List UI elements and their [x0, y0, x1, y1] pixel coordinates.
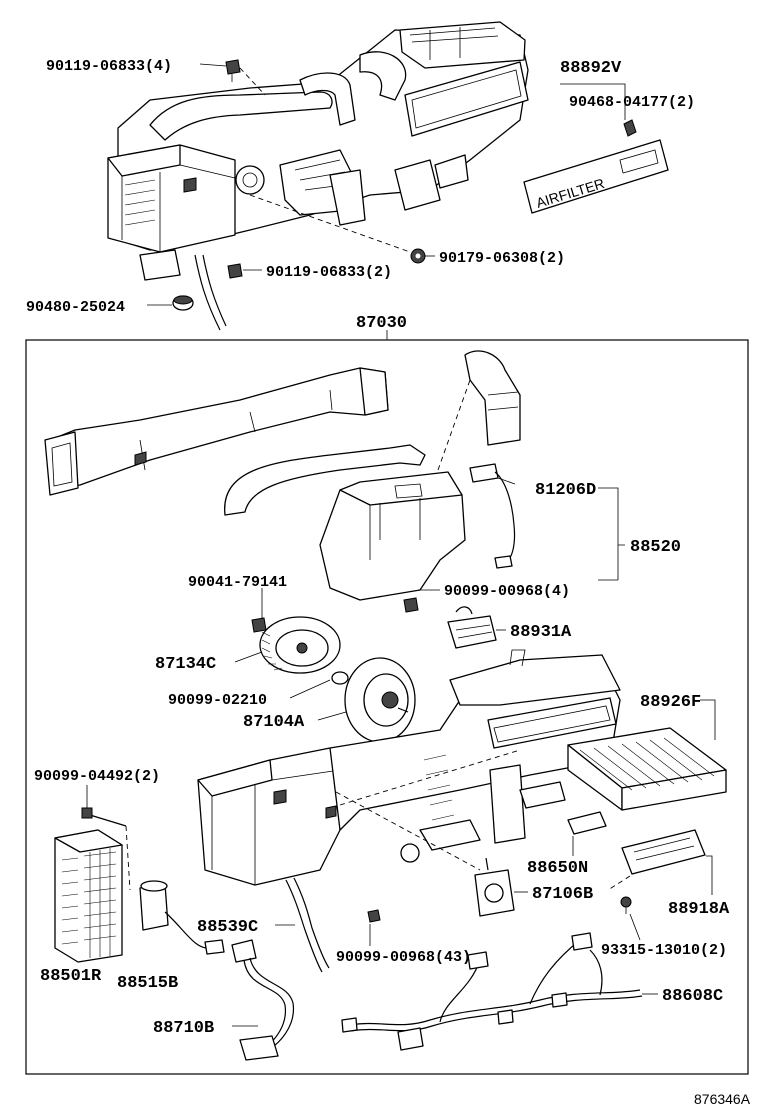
part-number-90041-79141: 90041-79141: [188, 574, 287, 591]
part-number-88918A: 88918A: [668, 900, 730, 919]
part-number-90119-06833-4: 90119-06833(4): [46, 58, 172, 75]
part-number-88710B: 88710B: [153, 1019, 214, 1038]
sensor-harness-drawing: [469, 463, 516, 569]
part-number-87104A: 87104A: [243, 713, 305, 732]
part-number-88539C: 88539C: [197, 918, 258, 937]
blower-motor-drawing: [344, 657, 416, 743]
part-number-88892V: 88892V: [560, 59, 622, 78]
part-number-88931A: 88931A: [510, 623, 572, 642]
wire-harness-88608C-drawing: [341, 932, 643, 1051]
part-number-88926F: 88926F: [640, 693, 701, 712]
part-number-90099-00968-43: 90099-00968(43): [336, 949, 471, 966]
screw-icon: [225, 59, 241, 82]
part-number-87030: 87030: [356, 314, 407, 333]
part-number-90099-02210: 90099-02210: [168, 692, 267, 709]
evaporator-drawing: [54, 829, 123, 963]
part-number-90099-04492: 90099-04492(2): [34, 768, 160, 785]
diagram-code: 876346A: [694, 1091, 751, 1107]
part-number-90119-06833-2: 90119-06833(2): [266, 264, 392, 281]
part-number-81206D: 81206D: [535, 481, 596, 500]
part-number-93315-13010: 93315-13010(2): [601, 942, 727, 959]
screw-icon: [251, 617, 267, 633]
drain-hose-drawing: [285, 877, 330, 973]
screw-icon: [403, 597, 419, 613]
hvac-lower-unit-drawing: [197, 649, 621, 886]
part-number-87134C: 87134C: [155, 655, 216, 674]
part-number-88520: 88520: [630, 538, 681, 557]
control-unit-drawing: [607, 829, 706, 891]
nut-icon: [410, 248, 426, 264]
part-number-88608C: 88608C: [662, 987, 723, 1006]
screw-icon: [227, 263, 243, 279]
screw-icon: [620, 896, 632, 914]
bracket-drawing: [519, 781, 607, 835]
curved-duct-drawing: [224, 444, 426, 516]
grommet-icon: [172, 295, 194, 311]
blower-case-drawing: [319, 379, 471, 601]
servo-actuator-drawing: [474, 857, 515, 917]
part-number-88515B: 88515B: [117, 974, 178, 993]
leader-lines: [86, 63, 716, 1027]
resistor-drawing: [447, 606, 497, 649]
air-filter-cover-drawing: AIRFILTER: [523, 119, 669, 214]
hvac-unit-assembly-drawing: [107, 21, 529, 331]
duct-elbow-drawing: [464, 350, 521, 446]
screw-icon: [367, 909, 381, 923]
washer-icon: [331, 671, 349, 685]
wire-harness-88710B-drawing: [231, 939, 295, 1061]
part-number-90480-25024: 90480-25024: [26, 299, 125, 316]
expansion-valve-drawing: [139, 880, 225, 955]
air-filter-element-drawing: [567, 727, 727, 811]
clip-icon: [623, 119, 637, 137]
part-number-88650N: 88650N: [527, 859, 588, 878]
part-number-90179-06308: 90179-06308(2): [439, 250, 565, 267]
part-number-88501R: 88501R: [40, 967, 102, 986]
part-number-90468-04177: 90468-04177(2): [569, 94, 695, 111]
part-number-90099-00968-4: 90099-00968(4): [444, 583, 570, 600]
part-number-87106B: 87106B: [532, 885, 593, 904]
blower-fan-drawing: [259, 616, 341, 674]
rear-duct-drawing: [44, 367, 389, 496]
